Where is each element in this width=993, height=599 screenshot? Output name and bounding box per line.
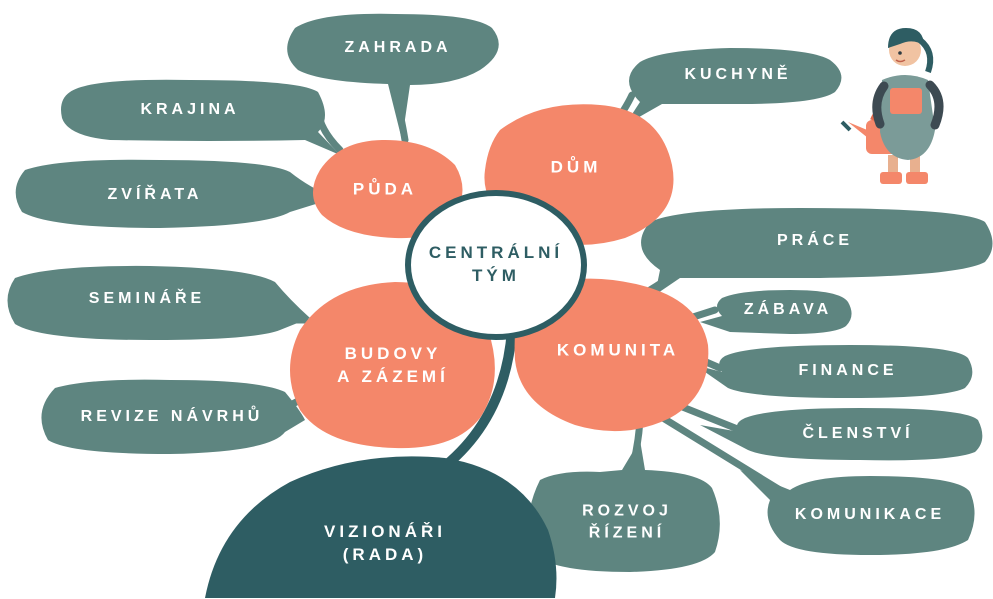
central-team-label: CENTRÁLNÍ TÝM: [429, 242, 563, 288]
leaf-zahrada[interactable]: [287, 13, 499, 140]
leaves: [7, 13, 993, 572]
leaf-revize[interactable]: [41, 379, 305, 454]
leaf-finance[interactable]: [695, 345, 973, 398]
leaf-krajina[interactable]: [61, 79, 340, 155]
gardener-girl-with-watering-can-icon: [840, 28, 944, 184]
leaf-rozvoj-label: ROZVOJ ŘÍZENÍ: [582, 500, 672, 543]
petal-budovy-label: BUDOVY A ZÁZEMÍ: [337, 343, 449, 389]
leaf-kuchyne[interactable]: [625, 48, 842, 125]
leaf-rozvoj-line2: ŘÍZENÍ: [588, 524, 666, 541]
petal-dum-label: DŮM: [550, 157, 602, 177]
petal-budovy-line2: A ZÁZEMÍ: [337, 367, 449, 386]
leaf-seminare[interactable]: [7, 265, 311, 340]
vizionari-line1: VIZIONÁŘI: [324, 522, 446, 542]
leaf-zabava-label: ZÁBAVA: [743, 301, 833, 319]
leaf-rozvoj-line1: ROZVOJ: [582, 502, 672, 520]
leaf-clenstvi[interactable]: [700, 408, 983, 461]
vizionari-mound[interactable]: [205, 456, 557, 598]
vizionari-label: VIZIONÁŘI (RADA): [324, 521, 446, 567]
leaf-revize-label: REVIZE NÁVRHŮ: [80, 408, 264, 426]
leaf-krajina-label: KRAJINA: [140, 101, 240, 119]
leaf-rozvoj[interactable]: [528, 440, 720, 572]
vizionari-stem: [436, 329, 517, 474]
leaf-zahrada-label: ZAHRADA: [344, 39, 452, 57]
petal-budovy-line1: BUDOVY: [344, 344, 442, 364]
leaf-kuchyne-label: KUCHYNĚ: [684, 66, 792, 84]
leaf-clenstvi-label: ČLENSTVÍ: [802, 425, 914, 443]
petal-puda[interactable]: [312, 140, 463, 239]
petal-puda-label: PŮDA: [352, 179, 418, 199]
vizionari-line2: (RADA): [342, 545, 428, 564]
leaf-komunikace[interactable]: [740, 470, 975, 555]
leaf-komunikace-label: KOMUNIKACE: [794, 506, 946, 524]
central-team-node[interactable]: [405, 190, 587, 340]
leaf-zvirata[interactable]: [15, 159, 335, 228]
leaf-zvirata-label: ZVÍŘATA: [107, 186, 203, 204]
leaf-prace[interactable]: [641, 208, 993, 295]
petals: [290, 104, 709, 449]
central-team-line1: CENTRÁLNÍ: [428, 243, 564, 263]
petal-komunita[interactable]: [514, 278, 709, 432]
petal-komunita-label: KOMUNITA: [556, 340, 680, 360]
central-team-line2: TÝM: [472, 266, 520, 285]
leaf-finance-label: FINANCE: [798, 362, 898, 380]
leaf-seminare-label: SEMINÁŘE: [88, 290, 206, 308]
leaf-prace-label: PRÁCE: [776, 232, 854, 250]
leaf-zabava[interactable]: [700, 290, 852, 334]
